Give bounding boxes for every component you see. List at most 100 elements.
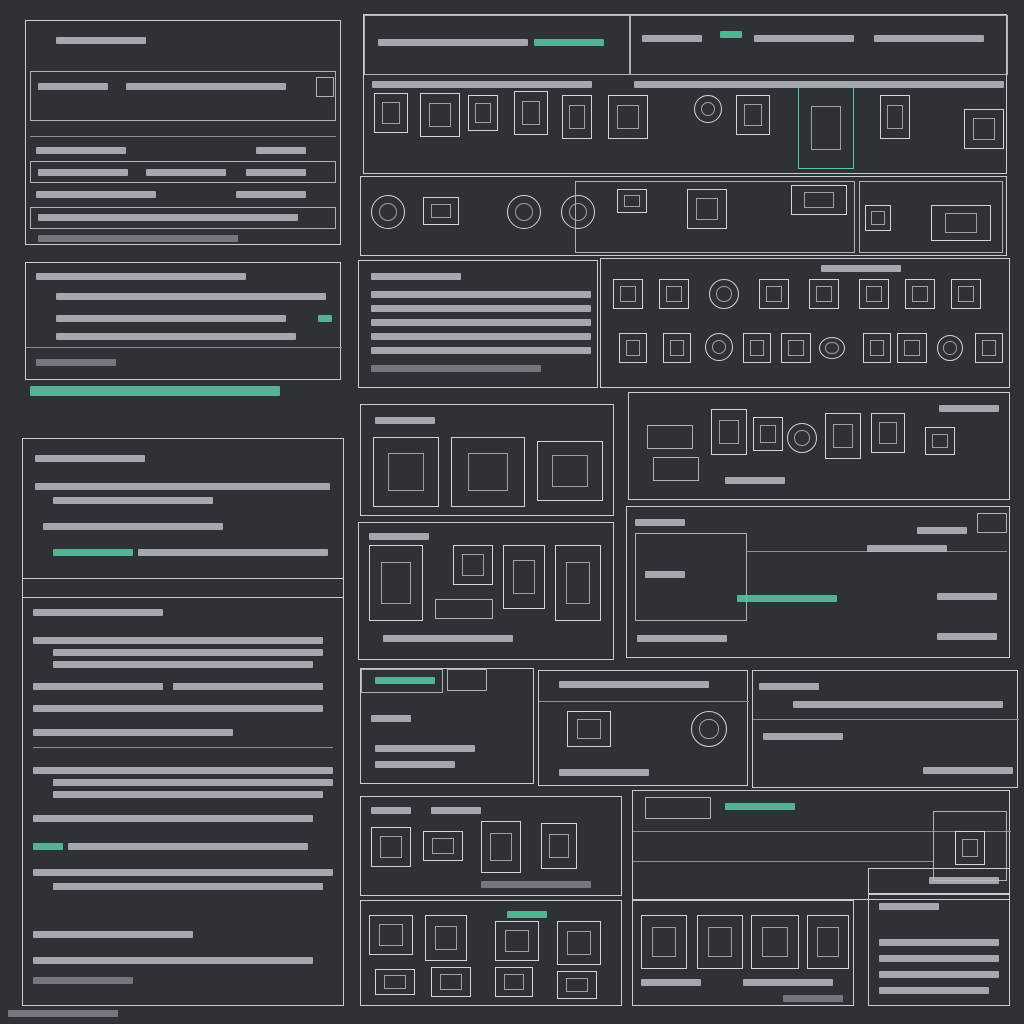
- panel-title-placeholder: [371, 273, 461, 280]
- board-icon[interactable]: [608, 95, 648, 139]
- component-icon[interactable]: [809, 279, 839, 309]
- tab-label[interactable]: [378, 39, 528, 46]
- card-icon[interactable]: [751, 915, 799, 969]
- dial-icon[interactable]: [561, 195, 595, 229]
- divider: [33, 747, 333, 748]
- module-icon[interactable]: [557, 971, 597, 999]
- card-icon[interactable]: [687, 189, 727, 229]
- component-icon[interactable]: [781, 333, 811, 363]
- graph-box: [635, 533, 747, 621]
- board-icon[interactable]: [567, 711, 611, 747]
- chip-icon[interactable]: [798, 87, 854, 169]
- panel-icon[interactable]: [420, 93, 460, 137]
- dial-icon[interactable]: [371, 195, 405, 229]
- circuit-icon[interactable]: [503, 545, 545, 609]
- panel-icon[interactable]: [425, 915, 467, 961]
- circuit-icon[interactable]: [481, 821, 521, 873]
- panel-title-placeholder: [369, 533, 429, 540]
- display-icon[interactable]: [541, 823, 577, 869]
- monitor-icon[interactable]: [743, 333, 771, 363]
- circuit-icon[interactable]: [905, 279, 935, 309]
- monitor-icon[interactable]: [825, 413, 861, 459]
- status-field[interactable]: [30, 161, 336, 183]
- panel-icon[interactable]: [369, 545, 423, 621]
- display-icon[interactable]: [514, 91, 548, 135]
- tag[interactable]: [435, 599, 493, 619]
- monitor-icon[interactable]: [880, 95, 910, 139]
- monitor-icon[interactable]: [897, 333, 927, 363]
- circuit-icon[interactable]: [819, 337, 845, 359]
- table-row: [371, 347, 591, 354]
- list-item: [641, 979, 701, 986]
- card-icon[interactable]: [807, 915, 849, 969]
- tab-label[interactable]: [375, 677, 435, 684]
- chip-icon[interactable]: [859, 279, 889, 309]
- circuit-icon[interactable]: [562, 95, 592, 139]
- display-icon[interactable]: [555, 545, 601, 621]
- meter-icon[interactable]: [375, 969, 415, 995]
- component-icon[interactable]: [619, 333, 647, 363]
- list-item: [879, 939, 999, 946]
- tag[interactable]: [977, 513, 1007, 533]
- left-panel-status: [25, 20, 341, 245]
- module-group: [575, 181, 855, 253]
- chip-icon[interactable]: [863, 333, 891, 363]
- list-item: [937, 593, 997, 600]
- tab-label[interactable]: [534, 39, 604, 46]
- circuit-icon[interactable]: [709, 279, 739, 309]
- module-icon[interactable]: [453, 545, 493, 585]
- monitor-icon[interactable]: [975, 333, 1003, 363]
- screen-icon[interactable]: [964, 109, 1004, 149]
- module-icon[interactable]: [865, 205, 891, 231]
- list-item: [783, 995, 843, 1002]
- meter-icon[interactable]: [423, 831, 463, 861]
- status-field[interactable]: [30, 207, 336, 229]
- list-item: [236, 191, 306, 198]
- card-icon[interactable]: [791, 185, 847, 215]
- divider: [633, 831, 1011, 832]
- component-icon[interactable]: [711, 409, 747, 455]
- list-item: [371, 715, 411, 722]
- chip-icon[interactable]: [753, 417, 783, 451]
- gauge-icon[interactable]: [691, 711, 727, 747]
- board-icon[interactable]: [369, 915, 413, 955]
- circuit-icon[interactable]: [787, 423, 817, 453]
- chip-icon[interactable]: [925, 427, 955, 455]
- component-icon[interactable]: [736, 95, 770, 135]
- left-panel-log: [22, 578, 344, 1006]
- gauge-icon[interactable]: [694, 95, 722, 123]
- meter-icon[interactable]: [423, 197, 459, 225]
- panel-icon[interactable]: [537, 441, 603, 501]
- list-item: [33, 957, 313, 964]
- list-item: [481, 881, 591, 888]
- screen-icon[interactable]: [495, 921, 539, 961]
- monitor-icon[interactable]: [951, 279, 981, 309]
- device-icon[interactable]: [374, 93, 408, 133]
- dial-icon[interactable]: [507, 195, 541, 229]
- component-icon[interactable]: [613, 279, 643, 309]
- chip-icon[interactable]: [659, 279, 689, 309]
- component-icon[interactable]: [871, 413, 905, 453]
- monitor-icon[interactable]: [759, 279, 789, 309]
- chip-icon[interactable]: [663, 333, 691, 363]
- panel-icon[interactable]: [495, 967, 533, 997]
- left-panel-config: [25, 262, 342, 380]
- screen-icon[interactable]: [451, 437, 525, 507]
- module-icon[interactable]: [557, 921, 601, 965]
- board-icon[interactable]: [431, 967, 471, 997]
- card-icon[interactable]: [931, 205, 991, 241]
- circuit-icon[interactable]: [937, 335, 963, 361]
- list-item: [68, 843, 308, 850]
- card-icon[interactable]: [697, 915, 743, 969]
- board-icon[interactable]: [373, 437, 439, 507]
- status-toggle[interactable]: [316, 77, 334, 97]
- circuit-icon[interactable]: [705, 333, 733, 361]
- card-icon[interactable]: [641, 915, 687, 969]
- module-icon[interactable]: [468, 95, 498, 131]
- list-item: [383, 635, 513, 642]
- module-icon[interactable]: [371, 827, 411, 867]
- module-icon[interactable]: [955, 831, 985, 865]
- module-icon[interactable]: [617, 189, 647, 213]
- tag[interactable]: [645, 797, 711, 819]
- right-panel-footer: [868, 868, 1010, 894]
